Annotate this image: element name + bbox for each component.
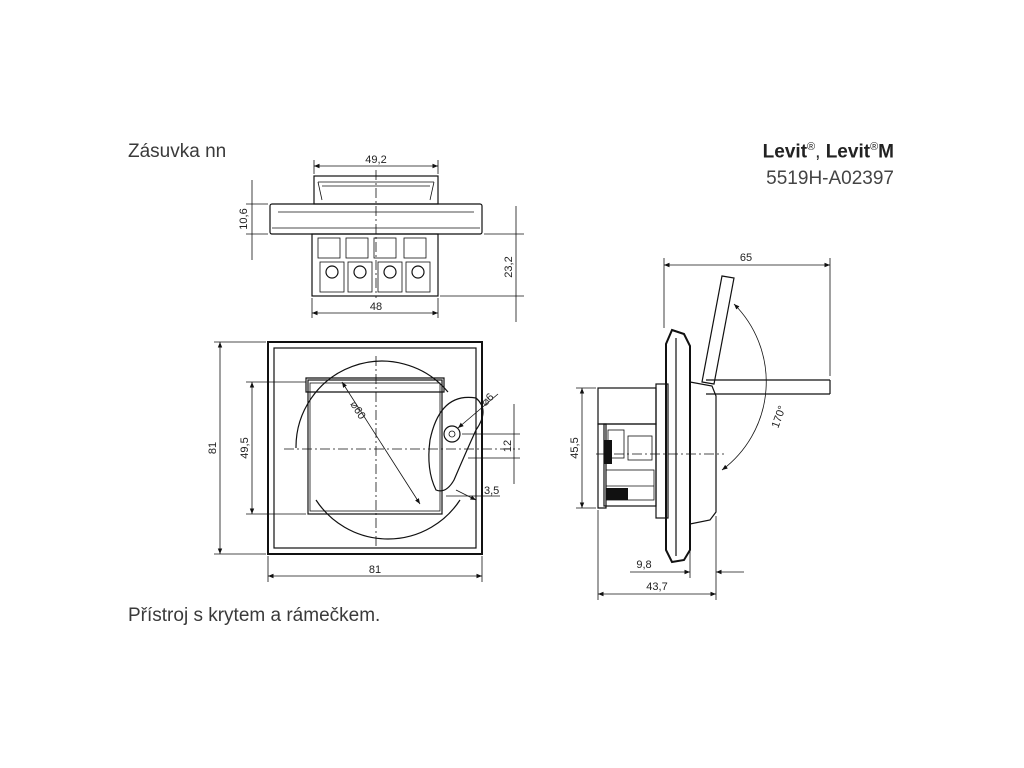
product-code: 5519H-A02397 — [766, 168, 894, 189]
dim-depth-total: 43,7 — [646, 581, 667, 593]
dim-angle: 170° — [770, 404, 789, 429]
registered-mark-2: ® — [870, 141, 879, 153]
brand-name: Levit — [762, 141, 808, 163]
dim-side-width: 65 — [740, 252, 752, 264]
dim-offset: 12 — [502, 440, 514, 452]
dim-small: 3,5 — [484, 485, 499, 497]
registered-mark: ® — [807, 141, 816, 153]
brand-name-2: Levit — [825, 141, 871, 163]
brand-label: Levit®, Levit®M — [763, 141, 894, 163]
dim-inner-height: 49,5 — [239, 437, 251, 458]
drawing-caption: Přístroj s krytem a rámečkem. — [128, 605, 381, 626]
dim-depth-small: 9,8 — [636, 559, 651, 571]
side-view: 65 170° 45,5 9,8 43,7 — [569, 252, 831, 600]
dim-front-width: 81 — [369, 564, 381, 576]
dim-top-width: 49,2 — [365, 154, 386, 166]
dim-depth: 23,2 — [503, 256, 515, 277]
dim-front-height: 81 — [207, 442, 219, 454]
dim-diameter: ⌀60 — [347, 399, 367, 421]
dim-side-height: 45,5 — [569, 437, 581, 458]
drawing-title: Zásuvka nn — [128, 141, 227, 162]
dim-body-width: 48 — [370, 301, 382, 313]
brand-suffix: M — [878, 141, 894, 163]
brand-separator: , — [815, 141, 826, 163]
dim-frame-height: 10,6 — [238, 208, 250, 229]
top-view: 49,2 10,6 23,2 48 — [238, 154, 524, 322]
front-view: ⌀60 ⌀6 12 3,5 81 49,5 81 — [207, 341, 520, 582]
